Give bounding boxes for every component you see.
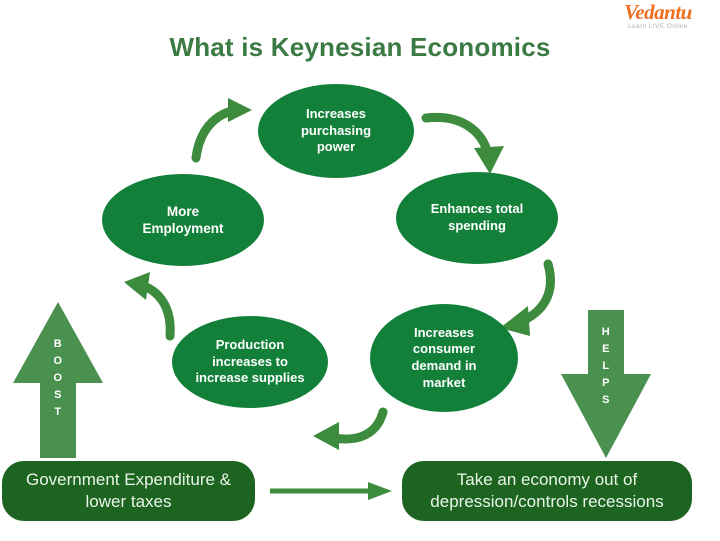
page-title: What is Keynesian Economics bbox=[169, 32, 551, 62]
cycle-node-more-employment: More Employment bbox=[102, 174, 264, 266]
node-line: More bbox=[166, 203, 200, 219]
boost-letter: T bbox=[54, 406, 62, 418]
boost-label: B O O S T bbox=[12, 336, 104, 421]
node-line: consumer bbox=[412, 341, 476, 357]
cycle-node-production-increases: Production increases to increase supplie… bbox=[172, 316, 328, 408]
helps-letter: H bbox=[601, 326, 611, 338]
node-line: demand in bbox=[411, 358, 477, 373]
helps-label: H E L P S bbox=[560, 324, 652, 409]
vedantu-logo: Vedantu Learn LIVE Online bbox=[602, 2, 714, 36]
logo-wordmark: Vedantu bbox=[624, 0, 692, 24]
node-line: Increases bbox=[305, 106, 366, 122]
node-line: Enhances total bbox=[430, 201, 524, 217]
node-line: Increases bbox=[413, 324, 474, 340]
cycle-arrow-employment-to-purchasing bbox=[191, 98, 252, 163]
pill-take-economy-out-of-depression: Take an economy out of depression/contro… bbox=[402, 461, 692, 521]
up-arrow-icon bbox=[13, 302, 103, 458]
pill-government-expenditure: Government Expenditure & lower taxes bbox=[2, 461, 255, 521]
logo-tagline: Learn LIVE Online bbox=[628, 23, 688, 30]
pill-line: Government Expenditure & bbox=[25, 469, 232, 489]
boost-letter: S bbox=[54, 389, 62, 401]
node-line: market bbox=[422, 374, 466, 390]
helps-letter: E bbox=[602, 343, 610, 355]
node-line: Production bbox=[215, 337, 285, 353]
helps-letter: L bbox=[602, 360, 610, 372]
node-line: Employment bbox=[142, 221, 224, 236]
cycle-arrow-production-to-employment bbox=[124, 272, 175, 341]
cycle-node-increases-purchasing-power: Increases purchasing power bbox=[258, 84, 414, 178]
node-line: spending bbox=[448, 218, 506, 233]
connector-arrow-right bbox=[270, 482, 392, 500]
boost-letter: B bbox=[53, 338, 63, 350]
boost-letter: O bbox=[53, 372, 63, 384]
node-line: power bbox=[316, 139, 356, 155]
down-arrow-icon bbox=[561, 310, 651, 458]
pill-line: Take an economy out of bbox=[456, 469, 638, 489]
helps-down-arrow: H E L P S bbox=[560, 308, 652, 460]
helps-letter: S bbox=[602, 394, 610, 406]
cycle-arrow-spending-to-demand bbox=[500, 259, 555, 336]
cycle-arrow-purchasing-to-spending bbox=[421, 112, 504, 174]
boost-letter: O bbox=[53, 355, 63, 367]
helps-letter: P bbox=[602, 377, 610, 389]
node-line: purchasing bbox=[300, 122, 372, 138]
cycle-arrow-demand-to-production bbox=[313, 407, 388, 450]
node-line: increase supplies bbox=[195, 370, 305, 386]
node-line: increases to bbox=[212, 353, 288, 369]
cycle-node-enhances-total-spending: Enhances total spending bbox=[396, 172, 558, 264]
pill-line: lower taxes bbox=[85, 492, 172, 511]
pill-line: depression/controls recessions bbox=[430, 492, 664, 511]
boost-up-arrow: B O O S T bbox=[12, 300, 104, 460]
cycle-node-increases-consumer-demand: Increases consumer demand in market bbox=[370, 304, 518, 412]
